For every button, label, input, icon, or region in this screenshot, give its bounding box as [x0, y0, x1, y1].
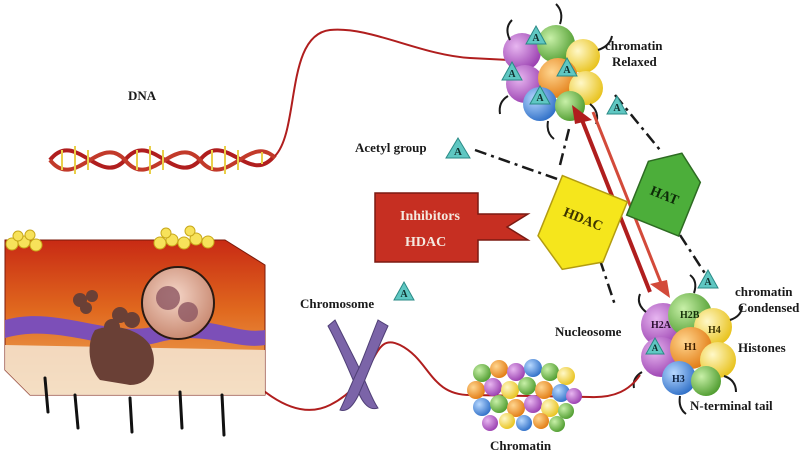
chromosome-acetyl-tag: A: [393, 280, 415, 301]
acetyl-group-marker: A: [445, 137, 471, 159]
acetyl-tag-mid-top: A: [606, 94, 628, 115]
histone-h1-label: H1: [684, 342, 697, 353]
condensed-chromatin-label-line1: chromatin: [735, 284, 793, 299]
acetyl-tag-text: A: [508, 69, 516, 80]
hdac-enzyme-arrow: HDAC: [537, 174, 629, 271]
relaxed-chromatin-label-line2: Relaxed: [612, 54, 658, 69]
histone-h2b-label: H2B: [680, 310, 700, 321]
hdac-inhibitors-label-line1: Inhibitors: [400, 209, 460, 224]
hdac-inhibitors-label-line2: HDAC: [405, 235, 446, 250]
condensed-chromatin-nucleosome: [632, 274, 743, 415]
acetyl-tag-text: A: [704, 277, 712, 288]
histone-h2a-label: H2A: [651, 320, 672, 331]
dna-helix: [48, 146, 277, 174]
n-terminal-tail-label: N-terminal tail: [690, 398, 773, 413]
acetyl-tag-text: A: [652, 343, 659, 353]
acetyl-tag-text: A: [400, 289, 408, 300]
acetyl-tag-text: A: [613, 103, 621, 114]
tissue-block: [4, 225, 266, 437]
pathway-guides: [474, 94, 708, 306]
dna-label: DNA: [128, 88, 157, 103]
condensed-chromatin-label-line2: Condensed: [738, 300, 800, 315]
histones-label: Histones: [738, 340, 786, 355]
acetyl-group-label: Acetyl group: [355, 140, 427, 155]
histone-h4-label: H4: [708, 325, 721, 336]
dna-fiber: [274, 28, 511, 157]
nucleosome-label: Nucleosome: [555, 324, 622, 339]
relaxed-chromatin-label-line1: chromatin: [605, 38, 663, 53]
acetyl-tag-text: A: [532, 33, 540, 44]
chromatin-cluster: [467, 359, 582, 432]
chromatin-label: Chromatin: [490, 438, 552, 453]
chromosome: [327, 319, 389, 411]
condensed-acetyl-tag: A: [645, 336, 665, 355]
relaxed-acetyl-tags: A A A A: [501, 24, 578, 105]
histone-h3-label: H3: [672, 374, 685, 385]
hdac-inhibitors-arrow: [374, 192, 531, 263]
acetyl-tag-text: A: [563, 65, 571, 76]
acetyl-tag-text: A: [536, 93, 544, 104]
dna-base-pairs: [61, 146, 263, 174]
hat-enzyme-arrow: HAT: [625, 152, 702, 238]
chromosome-label: Chromosome: [300, 296, 374, 311]
acetyl-tag-mid-bottom: A: [697, 268, 719, 289]
acetyl-tag-text: A: [454, 146, 462, 158]
